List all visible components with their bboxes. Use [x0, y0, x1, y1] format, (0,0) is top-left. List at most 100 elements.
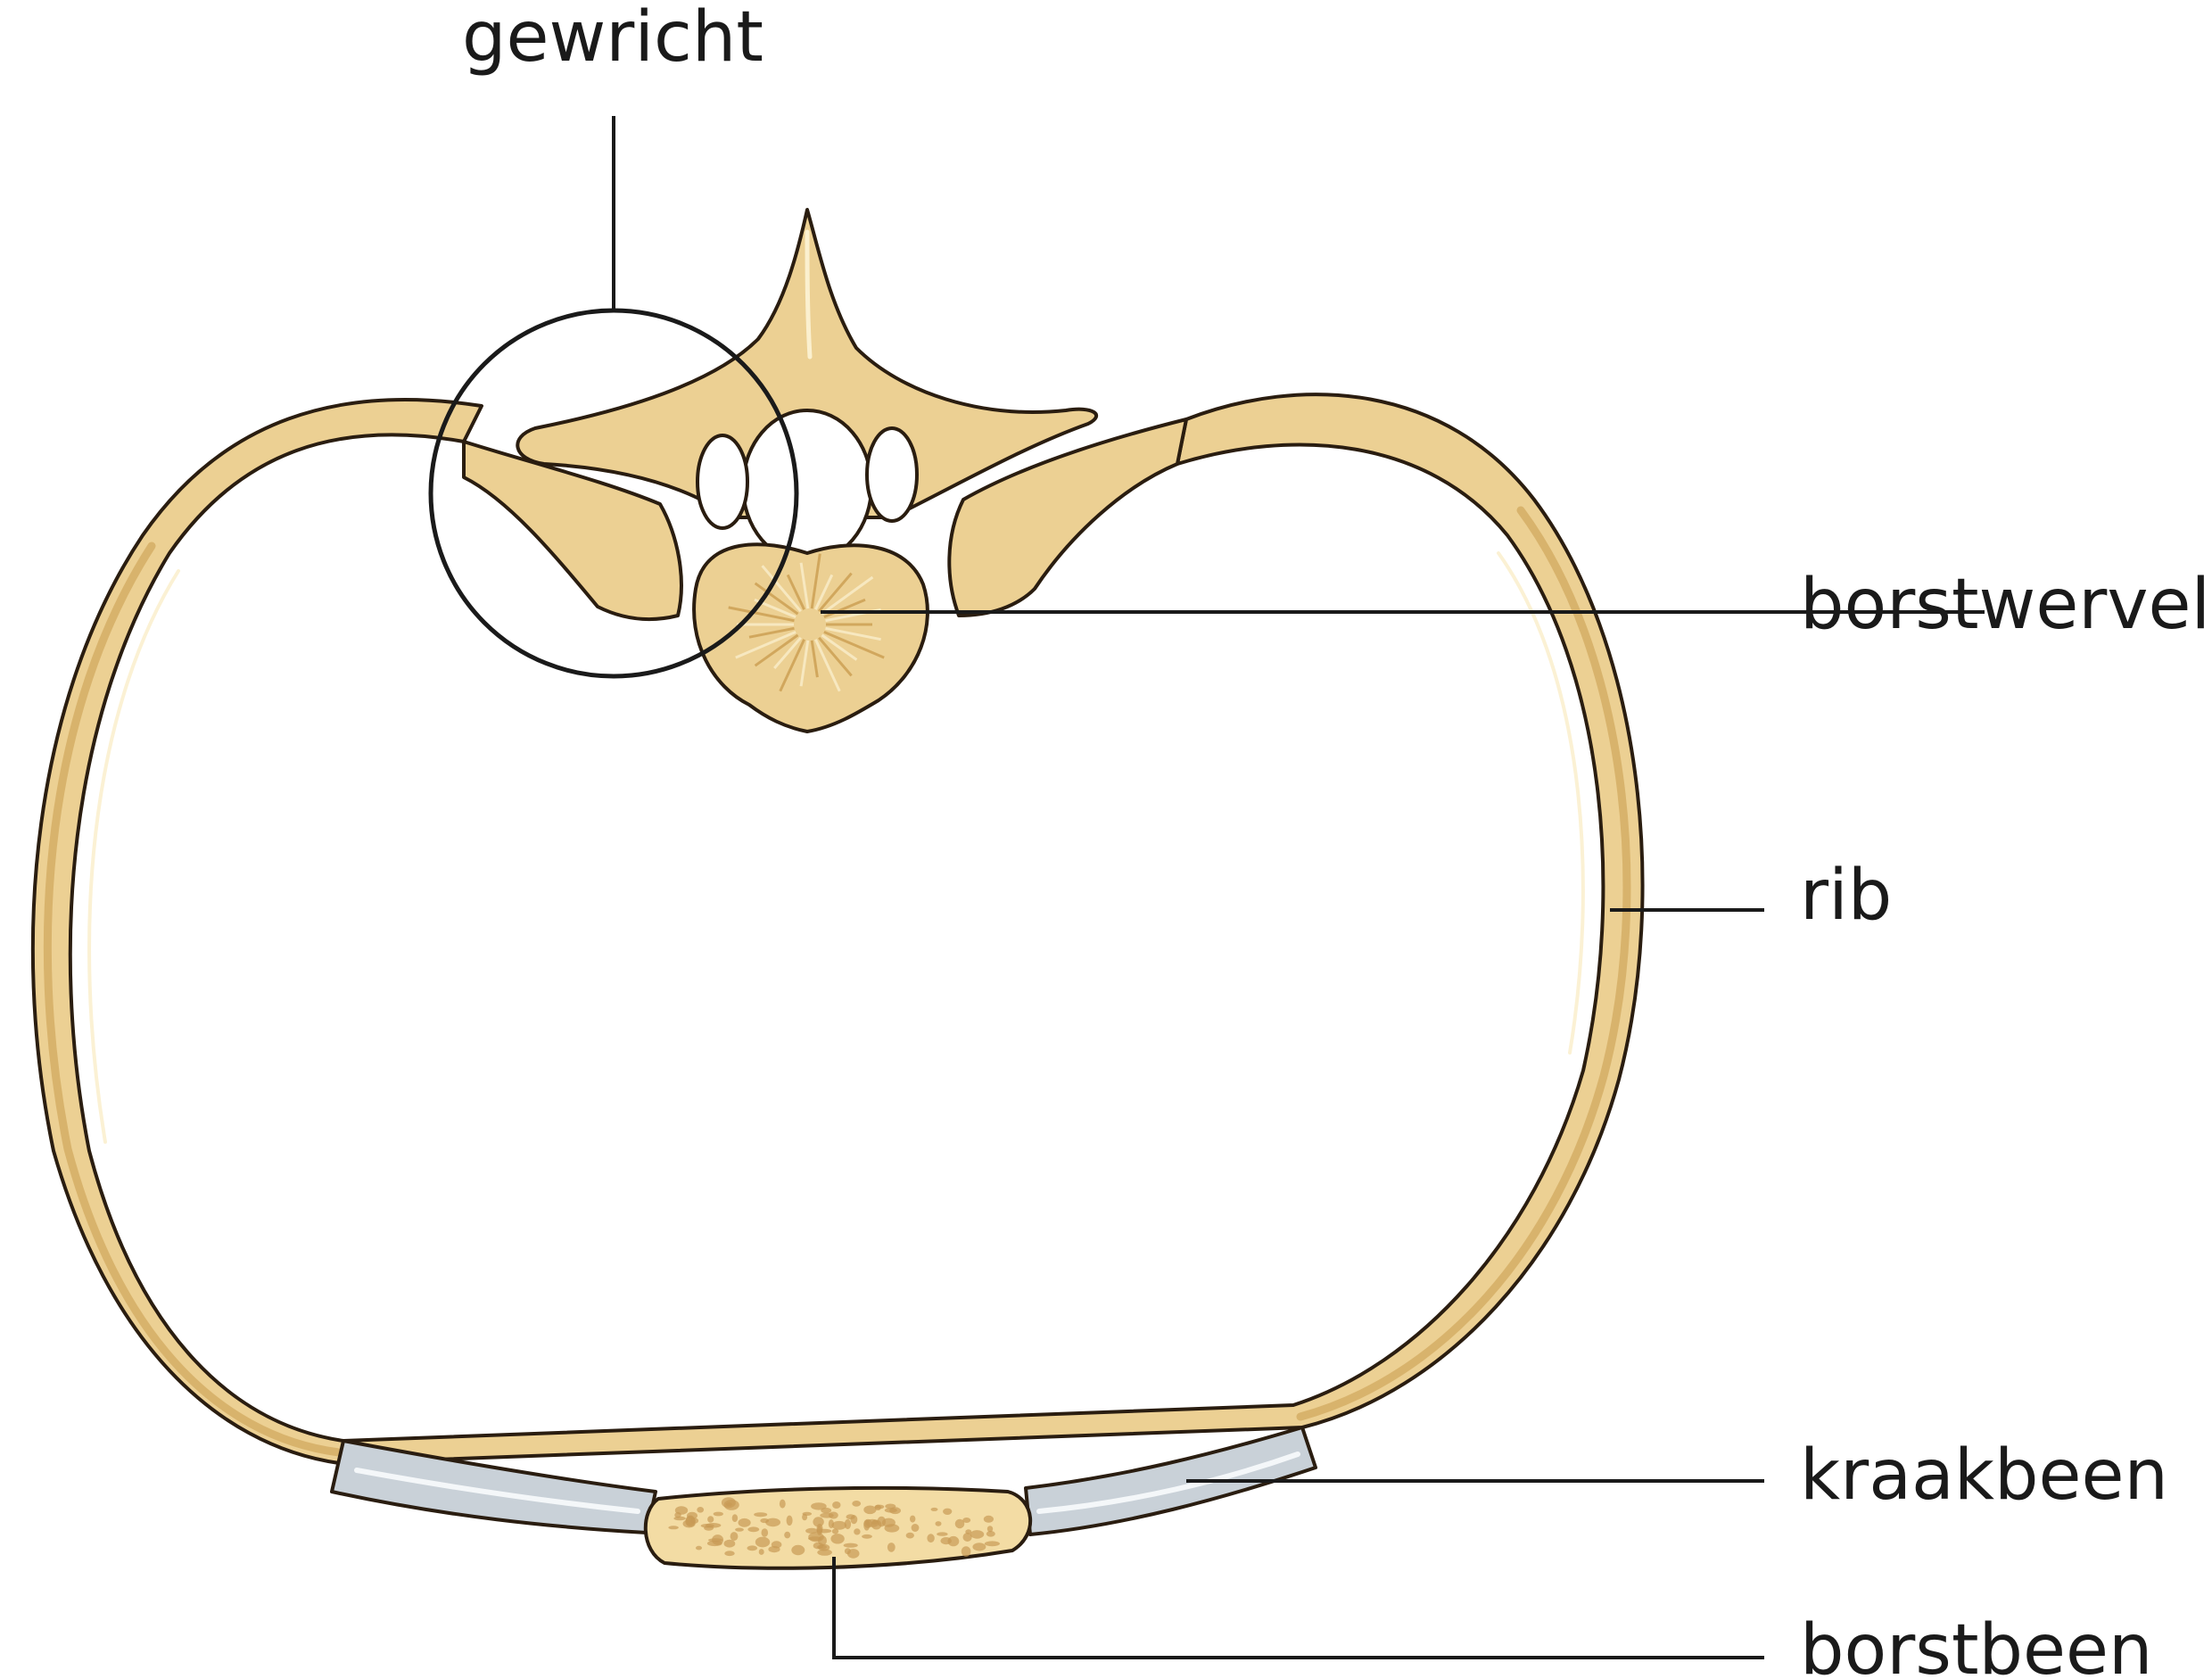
- facet-right: [865, 426, 919, 523]
- sternum-speckle: [832, 1501, 841, 1509]
- vertebral-body-ray: [799, 562, 810, 609]
- sternum-speckle: [765, 1518, 780, 1527]
- label-rib: rib: [1800, 856, 1892, 936]
- vertebral-body-ray: [825, 626, 881, 641]
- vertebral-body-ray: [823, 598, 866, 618]
- sternum-speckle: [863, 1505, 877, 1515]
- vertebral-body-ray: [761, 565, 802, 613]
- sternum-speckle: [779, 1499, 786, 1509]
- facet-left: [696, 434, 749, 530]
- vertebral-body-ray: [754, 582, 799, 616]
- label-vertebra: borstwervel: [1800, 565, 2210, 645]
- vertebral-body-ray: [728, 606, 795, 623]
- vertebral-body-ray: [810, 553, 821, 609]
- thoracic-vertebra: [462, 208, 1188, 733]
- vertebral-body-ray: [810, 640, 819, 678]
- sternum-speckle: [911, 1524, 920, 1532]
- sternum-speckle: [935, 1521, 942, 1526]
- sternum-speckle: [947, 1535, 960, 1547]
- sternum-speckle: [830, 1534, 845, 1544]
- vertebral-body-ray: [779, 639, 805, 692]
- sternum-speckle: [943, 1508, 953, 1516]
- vertebral-body: [692, 542, 929, 733]
- rib-bone: [30, 393, 1645, 1465]
- sternum-speckle: [884, 1508, 897, 1513]
- sternum-speckle: [735, 1527, 744, 1532]
- sternum-speckle: [817, 1549, 832, 1556]
- sternum-speckle: [786, 1515, 793, 1526]
- sternum-speckle: [831, 1520, 847, 1530]
- rib-neck-left: [462, 440, 683, 622]
- sternum-speckle: [983, 1515, 994, 1523]
- sternum-speckle: [668, 1526, 679, 1530]
- sternum-speckle: [816, 1544, 828, 1550]
- sternum-speckle: [771, 1541, 782, 1549]
- cartilage-right-highlight: [1036, 1452, 1300, 1514]
- label-sternum: borstbeen: [1800, 1610, 2152, 1679]
- label-cartilage: kraakbeen: [1800, 1435, 2168, 1516]
- sternum-speckle: [805, 1527, 819, 1534]
- sternum-speckle: [758, 1549, 764, 1555]
- sternum-speckle: [874, 1504, 881, 1511]
- sternum-speckle: [986, 1526, 994, 1533]
- sternum-speckle: [986, 1531, 995, 1537]
- sternum-speckle: [820, 1512, 834, 1518]
- sternum-speckle: [831, 1528, 839, 1534]
- sternum-speckle: [754, 1512, 768, 1518]
- sternum-speckle: [862, 1534, 872, 1539]
- sternum-speckle: [724, 1551, 735, 1557]
- sternum-speckle: [730, 1532, 739, 1542]
- sternum-speckle: [674, 1511, 681, 1518]
- vertebral-body-ray: [773, 636, 802, 669]
- sternum-speckle: [707, 1516, 714, 1523]
- sternum-speckle: [811, 1502, 827, 1510]
- sternum-speckle: [687, 1511, 697, 1519]
- rib-left-shadow: [43, 542, 343, 1457]
- vertebral-body-texture: [728, 553, 885, 692]
- vertebral-body-ray: [814, 574, 834, 610]
- sternum-speckles: [668, 1497, 1000, 1559]
- vertebral-body-ray: [823, 631, 885, 659]
- sternum-speckle: [808, 1536, 822, 1541]
- vertebral-body-ray: [754, 633, 799, 667]
- sternum-speckle: [731, 1514, 739, 1522]
- sternum-speckle: [910, 1515, 916, 1523]
- sternum-speckle: [696, 1545, 702, 1551]
- sternum-speckle: [962, 1518, 971, 1523]
- vertebral-body-ray: [818, 636, 853, 677]
- vertebral-body-ray: [799, 640, 810, 687]
- sternum-speckle: [723, 1539, 736, 1548]
- vertebral-body-ray: [786, 574, 805, 610]
- sternum-speckle: [846, 1514, 855, 1520]
- sternum-speckle: [712, 1534, 724, 1545]
- sternum-speckle: [927, 1534, 935, 1543]
- sternum-speckle: [972, 1543, 986, 1551]
- sternum: [643, 1485, 1033, 1570]
- rib-left-highlight: [87, 569, 180, 1144]
- sternum-speckle: [747, 1526, 760, 1533]
- vertebral-body-ray: [821, 575, 874, 616]
- vertebral-body-ray: [735, 631, 796, 659]
- sternum-speckle: [962, 1533, 972, 1542]
- sternum-speckle: [937, 1532, 948, 1536]
- sternum-speckle: [843, 1543, 858, 1548]
- leader-sternum: [832, 1557, 1764, 1659]
- rib-right-shadow: [1296, 506, 1631, 1421]
- sternum-speckle: [738, 1518, 751, 1527]
- sternum-speckle: [784, 1531, 791, 1539]
- sternum-speckle: [854, 1528, 861, 1535]
- sternum-speckle: [961, 1546, 971, 1557]
- cartilage-right: [1024, 1426, 1317, 1536]
- sternum-speckle: [747, 1545, 758, 1551]
- sternum-speckle: [905, 1532, 914, 1539]
- spinous-ridge: [805, 229, 813, 360]
- sternum-speckle: [984, 1541, 1000, 1547]
- sternum-speckle: [816, 1526, 823, 1535]
- vertebral-foramen: [741, 409, 873, 564]
- sternum-speckle: [954, 1518, 965, 1529]
- sternum-speckle: [813, 1517, 824, 1527]
- sternum-speckle: [713, 1511, 723, 1517]
- sternum-speckle: [863, 1519, 871, 1531]
- sternum-speckle: [761, 1528, 769, 1537]
